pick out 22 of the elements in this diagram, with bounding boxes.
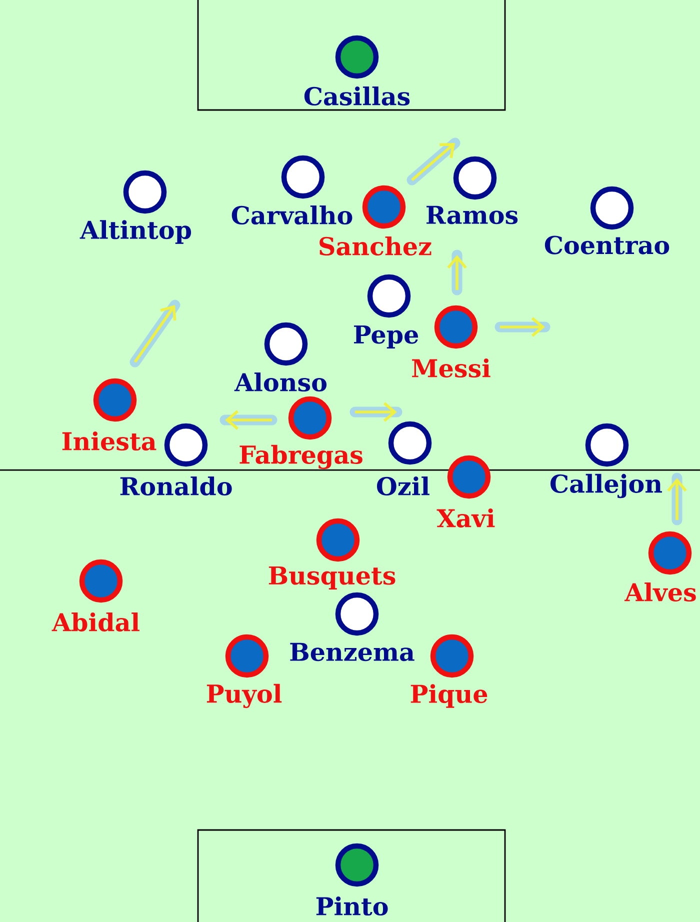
player-name: Benzema — [290, 642, 414, 662]
player-name: Messi — [412, 358, 490, 378]
player-name: Alves — [624, 582, 696, 602]
player-name: Ozil — [376, 476, 430, 496]
player-name: Fabregas — [240, 444, 362, 470]
player-name: Sanchez — [320, 236, 432, 256]
player-name: Xavi — [436, 508, 495, 528]
player-name: Callejon — [550, 474, 662, 498]
player-name: Abidal — [52, 612, 140, 632]
player-name: Coentrao — [544, 236, 670, 254]
player-name: Pique — [410, 684, 488, 708]
player-name: Alonso — [234, 372, 327, 392]
player-name: Carvalho — [232, 206, 352, 225]
player-name: Ramos — [426, 206, 518, 224]
player-name: Altintop — [80, 220, 192, 244]
player-name: Puyol — [206, 684, 282, 708]
player-name: Pinto — [316, 896, 388, 916]
player-name: Ronaldo — [120, 476, 232, 496]
player-name: Iniesta — [62, 432, 156, 451]
player-name: Pepe — [354, 325, 418, 349]
player-name: Casillas — [304, 86, 410, 106]
player-name: Busquets — [268, 566, 396, 590]
